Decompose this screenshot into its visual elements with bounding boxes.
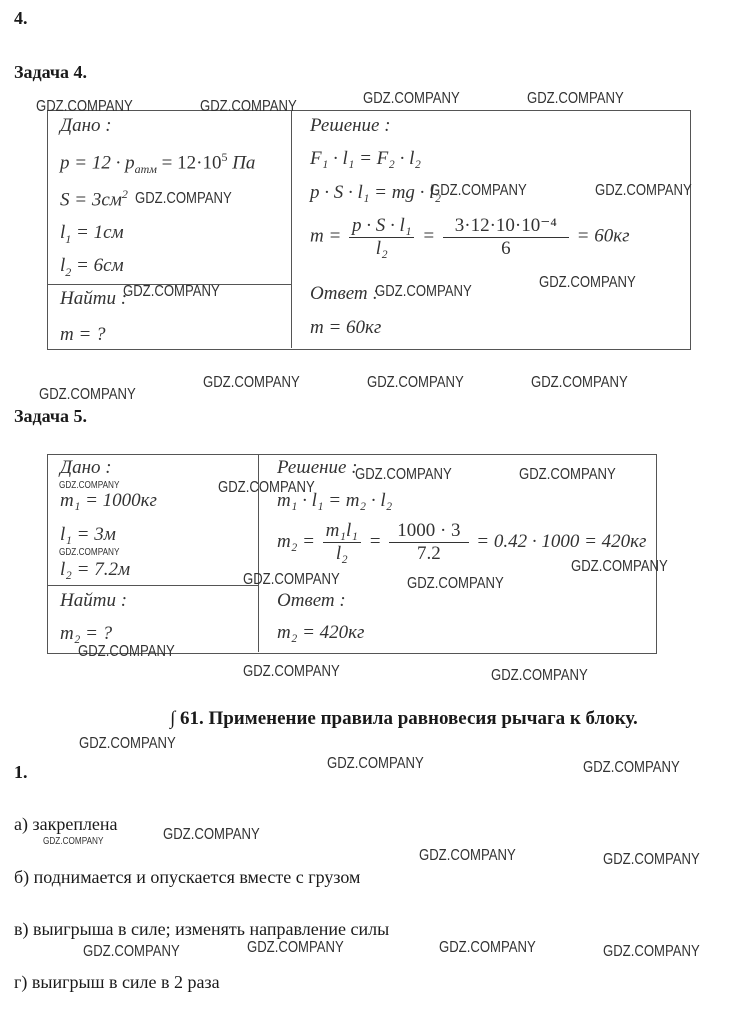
q1-answer-c: в) выигрыша в силе; изменять направление… [14,919,390,939]
task4-title: Задача 4. [14,62,88,82]
watermark: GDZ.COMPANY [83,943,180,960]
watermark: GDZ.COMPANY [247,939,344,956]
watermark: GDZ.COMPANY [539,274,636,291]
task4-find-label: Найти : [60,288,128,309]
q1-answer-a: а) закреплена [14,814,118,834]
q1-answer-b: б) поднимается и опускается вместе с гру… [14,867,361,887]
watermark: GDZ.COMPANY [78,643,175,660]
task4-find: m = ? [60,324,106,345]
task4-divider [291,110,292,348]
task4-answer: m = 60кг [310,317,382,338]
watermark: GDZ.COMPANY [79,735,176,752]
task4-table [47,110,691,350]
watermark: GDZ.COMPANY [583,759,680,776]
task4-given-label: Дано : [60,115,112,136]
watermark: GDZ.COMPANY [135,190,232,207]
task5-answer-label: Ответ : [277,590,346,611]
watermark: GDZ.COMPANY [519,466,616,483]
watermark: GDZ.COMPANY [203,374,300,391]
top-number: 4. [14,8,28,28]
task4-given-l1: l1 = 1см [60,222,124,246]
watermark: GDZ.COMPANY [603,943,700,960]
task5-divider-h [47,585,258,586]
watermark: GDZ.COMPANY [59,547,120,558]
task4-solution-label: Решение : [310,115,391,136]
task4-eq1: F₁ · l₁ = F₂ · l₂ [310,148,422,169]
watermark: GDZ.COMPANY [59,480,120,491]
watermark: GDZ.COMPANY [123,283,220,300]
watermark: GDZ.COMPANY [200,98,297,115]
watermark: GDZ.COMPANY [36,98,133,115]
q1-number: 1. [14,762,28,782]
task5-title: Задача 5. [14,406,88,426]
task5-answer: m₂ = 420кг [277,622,365,643]
task5-given-m1: m₁ = 1000кг [60,490,157,511]
task5-given-label: Дано : [60,457,112,478]
watermark: GDZ.COMPANY [531,374,628,391]
watermark: GDZ.COMPANY [375,283,472,300]
task5-given-l1: l₁ = 3м [60,524,116,545]
watermark: GDZ.COMPANY [571,558,668,575]
task5-eq1: m₁ · l₁ = m₂ · l₂ [277,490,393,511]
watermark: GDZ.COMPANY [43,836,104,847]
task4-given-l2: l2 = 6см [60,255,124,279]
task5-given-l2: l₂ = 7.2м [60,559,131,580]
watermark: GDZ.COMPANY [407,575,504,592]
watermark: GDZ.COMPANY [355,466,452,483]
section-heading: ∫ 61. Применение правила равновесия рыча… [170,708,638,729]
task4-eq2: p · S · l₁ = mg · l₂ [310,182,442,203]
task4-given-s: S = 3см2 [60,187,128,211]
task4-answer-label: Ответ : [310,283,379,304]
task5-solution-label: Решение : [277,457,358,478]
watermark: GDZ.COMPANY [163,826,260,843]
task5-find: m₂ = ? [60,623,113,644]
watermark: GDZ.COMPANY [367,374,464,391]
watermark: GDZ.COMPANY [39,386,136,403]
watermark: GDZ.COMPANY [243,663,340,680]
watermark: GDZ.COMPANY [439,939,536,956]
watermark: GDZ.COMPANY [327,755,424,772]
watermark: GDZ.COMPANY [603,851,700,868]
watermark: GDZ.COMPANY [430,182,527,199]
watermark: GDZ.COMPANY [218,479,315,496]
task4-given-p: p = 12 · pатм = 12·105 Па [60,150,256,177]
task4-divider-h [47,284,291,285]
task5-divider [258,454,259,652]
q1-answer-d: г) выигрыш в силе в 2 раза [14,972,220,992]
watermark: GDZ.COMPANY [363,90,460,107]
watermark: GDZ.COMPANY [595,182,692,199]
watermark: GDZ.COMPANY [243,571,340,588]
watermark: GDZ.COMPANY [491,667,588,684]
task5-find-label: Найти : [60,590,128,611]
task5-table [47,454,657,654]
watermark: GDZ.COMPANY [527,90,624,107]
watermark: GDZ.COMPANY [419,847,516,864]
